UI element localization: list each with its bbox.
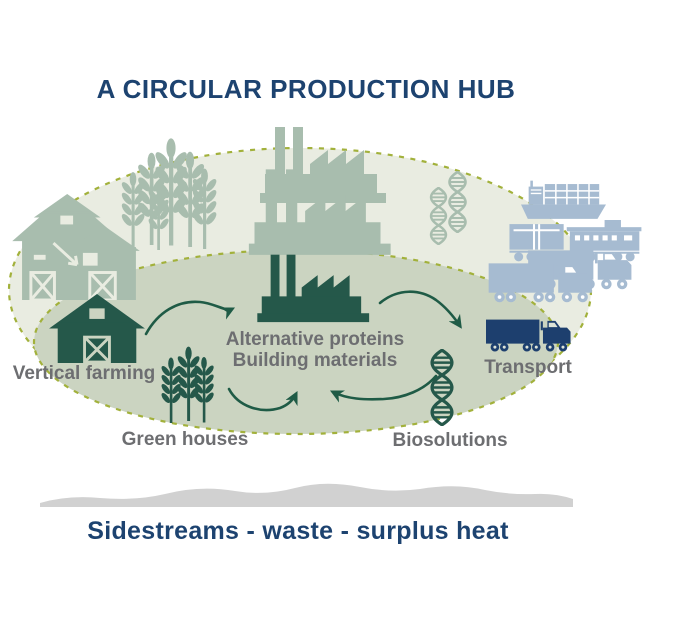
label-alternative-proteins-building-materials: Alternative proteins Building materials: [222, 329, 408, 371]
dna-icon: [429, 187, 448, 245]
label-biosolutions: Biosolutions: [392, 430, 508, 451]
hills-wave-icon: [40, 483, 573, 507]
footer-sidestreams-text: Sidestreams - waste - surplus heat: [87, 517, 509, 545]
flow-arrows: [144, 290, 462, 412]
page-title: A CIRCULAR PRODUCTION HUB: [96, 74, 516, 104]
label-alternative-proteins: Alternative proteins: [225, 329, 405, 350]
curved-arrow-icon: [378, 290, 462, 329]
dna-icon: [447, 171, 468, 233]
label-green-houses: Green houses: [121, 429, 249, 450]
curved-arrow-icon: [227, 387, 298, 412]
cargo-ship-icon: [521, 180, 606, 219]
dna-icon: [430, 349, 454, 426]
curved-arrow-icon: [144, 300, 236, 336]
curved-arrow-icon: [329, 374, 438, 403]
label-transport: Transport: [484, 357, 572, 378]
label-vertical-farming: Vertical farming: [12, 363, 156, 384]
label-building-materials: Building materials: [232, 350, 398, 371]
